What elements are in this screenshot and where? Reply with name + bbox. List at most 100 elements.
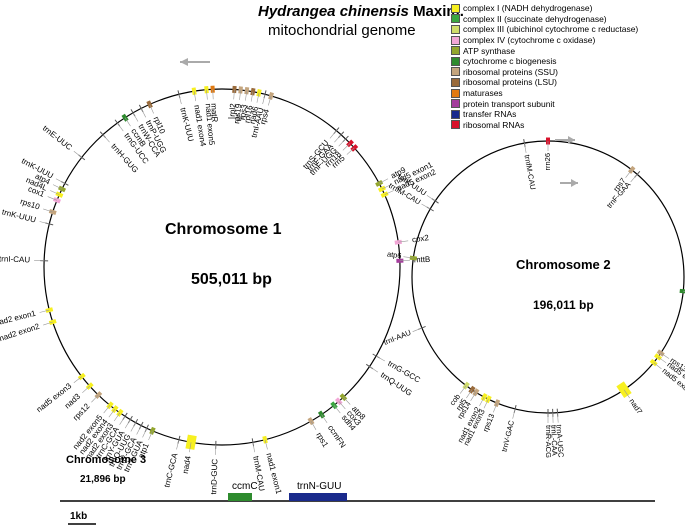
chromosome-3-gene-label-trnN-GUU: trnN-GUU xyxy=(297,481,341,492)
legend-entry: complex I (NADH dehydrogenase) xyxy=(451,3,681,14)
legend-label: transfer RNAs xyxy=(463,109,517,120)
gene-label: trnE-UUC xyxy=(41,124,74,153)
gene-block xyxy=(380,191,389,198)
gene-block xyxy=(339,393,348,402)
gene-leader-line xyxy=(557,412,559,423)
gene-leader-line xyxy=(132,112,139,122)
gene-leader-line xyxy=(73,376,82,383)
legend-entry: transfer RNAs xyxy=(451,109,681,120)
gene-leader-line xyxy=(268,95,272,106)
gene-leader-line xyxy=(376,355,385,362)
gene-block xyxy=(55,191,64,198)
gene-leader-line xyxy=(140,108,146,118)
gene-block xyxy=(58,185,67,193)
gene-label: rps19 xyxy=(232,103,243,124)
gene-leader-line xyxy=(342,143,351,151)
chromosome-1-size: 505,011 bp xyxy=(191,271,272,288)
gene-leader-line xyxy=(212,89,214,100)
legend-label: protein transport subunit xyxy=(463,98,555,109)
gene-label: rps4 xyxy=(258,107,271,125)
gene-leader-line xyxy=(148,430,153,441)
legend-label: complex III (ubichinol cytochrome c redu… xyxy=(463,24,639,35)
gene-leader-line xyxy=(310,421,317,430)
gene-leader-line xyxy=(178,94,182,105)
gene-leader-line xyxy=(39,309,50,313)
gene-leader-line xyxy=(39,221,50,225)
gene-leader-line xyxy=(245,90,248,101)
gene-leader-line xyxy=(119,416,126,425)
gene-leader-line xyxy=(630,174,638,183)
gene-leader-line xyxy=(493,402,498,413)
gene-block xyxy=(116,408,124,417)
chromosome-3-gene-label-ccmC: ccmC xyxy=(232,481,258,492)
gene-label: nad1 exon5 xyxy=(204,103,217,146)
legend-entry: ribosomal proteins (LSU) xyxy=(451,77,681,88)
gene-leader-line xyxy=(333,405,341,414)
legend-swatch xyxy=(451,35,460,45)
gene-leader-line xyxy=(653,362,662,370)
gene-label: trnfM-CAU xyxy=(523,154,538,190)
gene-label: nad7 xyxy=(627,397,644,416)
gene-leader-line xyxy=(189,442,192,453)
gene-leader-line xyxy=(91,394,99,403)
gene-leader-line xyxy=(124,419,131,429)
legend-swatch xyxy=(451,67,460,77)
legend-entry: complex II (succinate dehydrogenase) xyxy=(451,14,681,25)
gene-leader-line xyxy=(381,184,392,190)
gene-leader-line xyxy=(102,134,110,143)
gene-leader-line xyxy=(369,366,379,373)
gene-label: ccmFN xyxy=(326,423,348,449)
legend-label: ATP synthase xyxy=(463,45,516,56)
gene-label: trnK-UUU xyxy=(178,107,195,143)
gene-label: trnA-UGC xyxy=(554,424,565,458)
chromosome-3-name: Chromosome 3 xyxy=(66,454,147,466)
chromosome-2-circle xyxy=(411,140,685,414)
legend-label: cytochrome c biogenesis xyxy=(463,56,557,67)
gene-leader-line xyxy=(262,94,266,105)
gene-leader-line xyxy=(479,396,485,407)
gene-leader-line xyxy=(343,396,351,405)
gene-block xyxy=(48,209,57,215)
gene-leader-line xyxy=(252,442,255,453)
gene-label: rrn26 xyxy=(543,153,552,171)
gene-block xyxy=(106,401,114,410)
gene-block xyxy=(462,381,470,390)
gene-label: trnK-UUU xyxy=(1,207,37,224)
chromosome-2-size: 196,011 bp xyxy=(533,298,594,312)
gene-leader-line xyxy=(113,412,121,422)
scale-bar-label: 1kb xyxy=(70,511,88,522)
gene-leader-line xyxy=(412,327,423,332)
gene-leader-line xyxy=(625,169,632,178)
gene-label: matR xyxy=(209,103,219,123)
gene-label: nad6 xyxy=(248,105,261,125)
gene-leader-line xyxy=(256,92,260,103)
gene-leader-line xyxy=(470,392,477,401)
gene-block xyxy=(111,405,119,414)
gene-leader-line xyxy=(73,151,82,158)
gene-block xyxy=(149,426,156,435)
gene-leader-line xyxy=(193,91,197,102)
legend-label: ribosomal RNAs xyxy=(463,119,525,130)
gene-leader-line xyxy=(426,195,436,202)
gene-leader-line xyxy=(512,408,516,419)
legend-label: complex II (succinate dehydrogenase) xyxy=(463,13,607,24)
gene-block xyxy=(654,353,663,361)
gene-leader-line xyxy=(657,356,667,364)
legend-swatch xyxy=(451,56,460,66)
gene-leader-line xyxy=(398,240,409,243)
gene-label: rpl2 xyxy=(228,103,238,117)
gene-leader-line xyxy=(55,178,65,184)
gene-block xyxy=(85,382,94,390)
gene-leader-line xyxy=(43,208,53,213)
gene-label: cox2 xyxy=(411,233,430,244)
gene-leader-line xyxy=(108,408,116,418)
gene-block xyxy=(45,307,54,313)
gene-leader-line xyxy=(329,130,337,139)
gene-label: trnD-GUC xyxy=(209,458,219,494)
chromosome-2-name: Chromosome 2 xyxy=(516,257,611,272)
gene-leader-line xyxy=(338,401,346,410)
gene-leader-line xyxy=(338,138,346,147)
legend-entry: ribosomal RNAs xyxy=(451,120,681,131)
